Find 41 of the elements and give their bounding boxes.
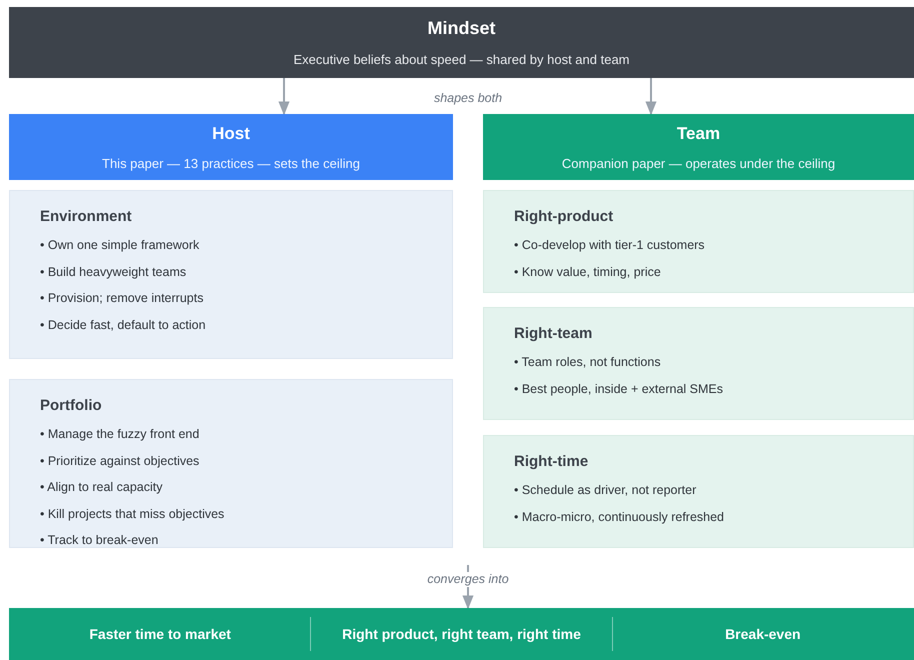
practice-card <box>9 190 453 359</box>
card-title: Right-product <box>514 208 614 225</box>
outcome-text: Faster time to market <box>88 626 232 642</box>
card-title: Portfolio <box>40 397 103 414</box>
card-title: Right-time <box>514 453 590 470</box>
bullet-item: • Manage the fuzzy front end <box>40 427 200 441</box>
bullet-item: • Macro-micro, continuously refreshed <box>514 510 726 524</box>
bullet-item: • Provision; remove interrupts <box>40 291 204 305</box>
bullet-item: • Team roles, not functions <box>514 355 662 369</box>
bullet-item: • Co-develop with tier-1 customers <box>514 238 706 252</box>
practice-card <box>483 190 914 293</box>
arrow <box>278 78 290 116</box>
bullet-item: • Track to break-even <box>40 533 160 547</box>
note-label: shapes both <box>432 91 504 106</box>
header-subtitle: Executive beliefs about speed — shared by host and team <box>293 52 630 67</box>
practice-card <box>483 435 914 548</box>
practice-card <box>9 379 453 548</box>
outcome-text: Break-even <box>724 626 802 642</box>
header-subtitle: This paper — 13 practices — sets the ceiling <box>102 156 360 170</box>
bullet-item: • Build heavyweight teams <box>40 264 188 278</box>
header-title: Mindset <box>427 18 496 39</box>
header-subtitle: Companion paper — operates under the ceiling <box>562 156 836 170</box>
mindset-band <box>9 7 914 78</box>
bullet-item: • Prioritize against objectives <box>40 454 200 468</box>
bullet-item: • Best people, inside + external SMEs <box>514 382 724 396</box>
outcome-bar <box>9 608 914 660</box>
bullet-item: • Schedule as driver, not reporter <box>514 483 698 497</box>
bullet-item: • Own one simple framework <box>40 238 200 252</box>
host-header <box>9 114 453 180</box>
bullet-item: • Kill projects that miss objectives <box>40 506 226 520</box>
arrow <box>645 78 657 116</box>
bullet-item: • Know value, timing, price <box>514 264 662 278</box>
card-title: Environment <box>40 208 133 225</box>
header-title: Host <box>212 124 250 144</box>
outcome-text: Right product, right team, right time <box>341 626 582 642</box>
bullet-item: • Decide fast, default to action <box>40 318 207 332</box>
header-title: Team <box>676 124 720 144</box>
team-header <box>483 114 914 180</box>
practice-card <box>483 307 914 420</box>
card-title: Right-team <box>514 325 594 342</box>
bullet-item: • Align to real capacity <box>40 480 164 494</box>
